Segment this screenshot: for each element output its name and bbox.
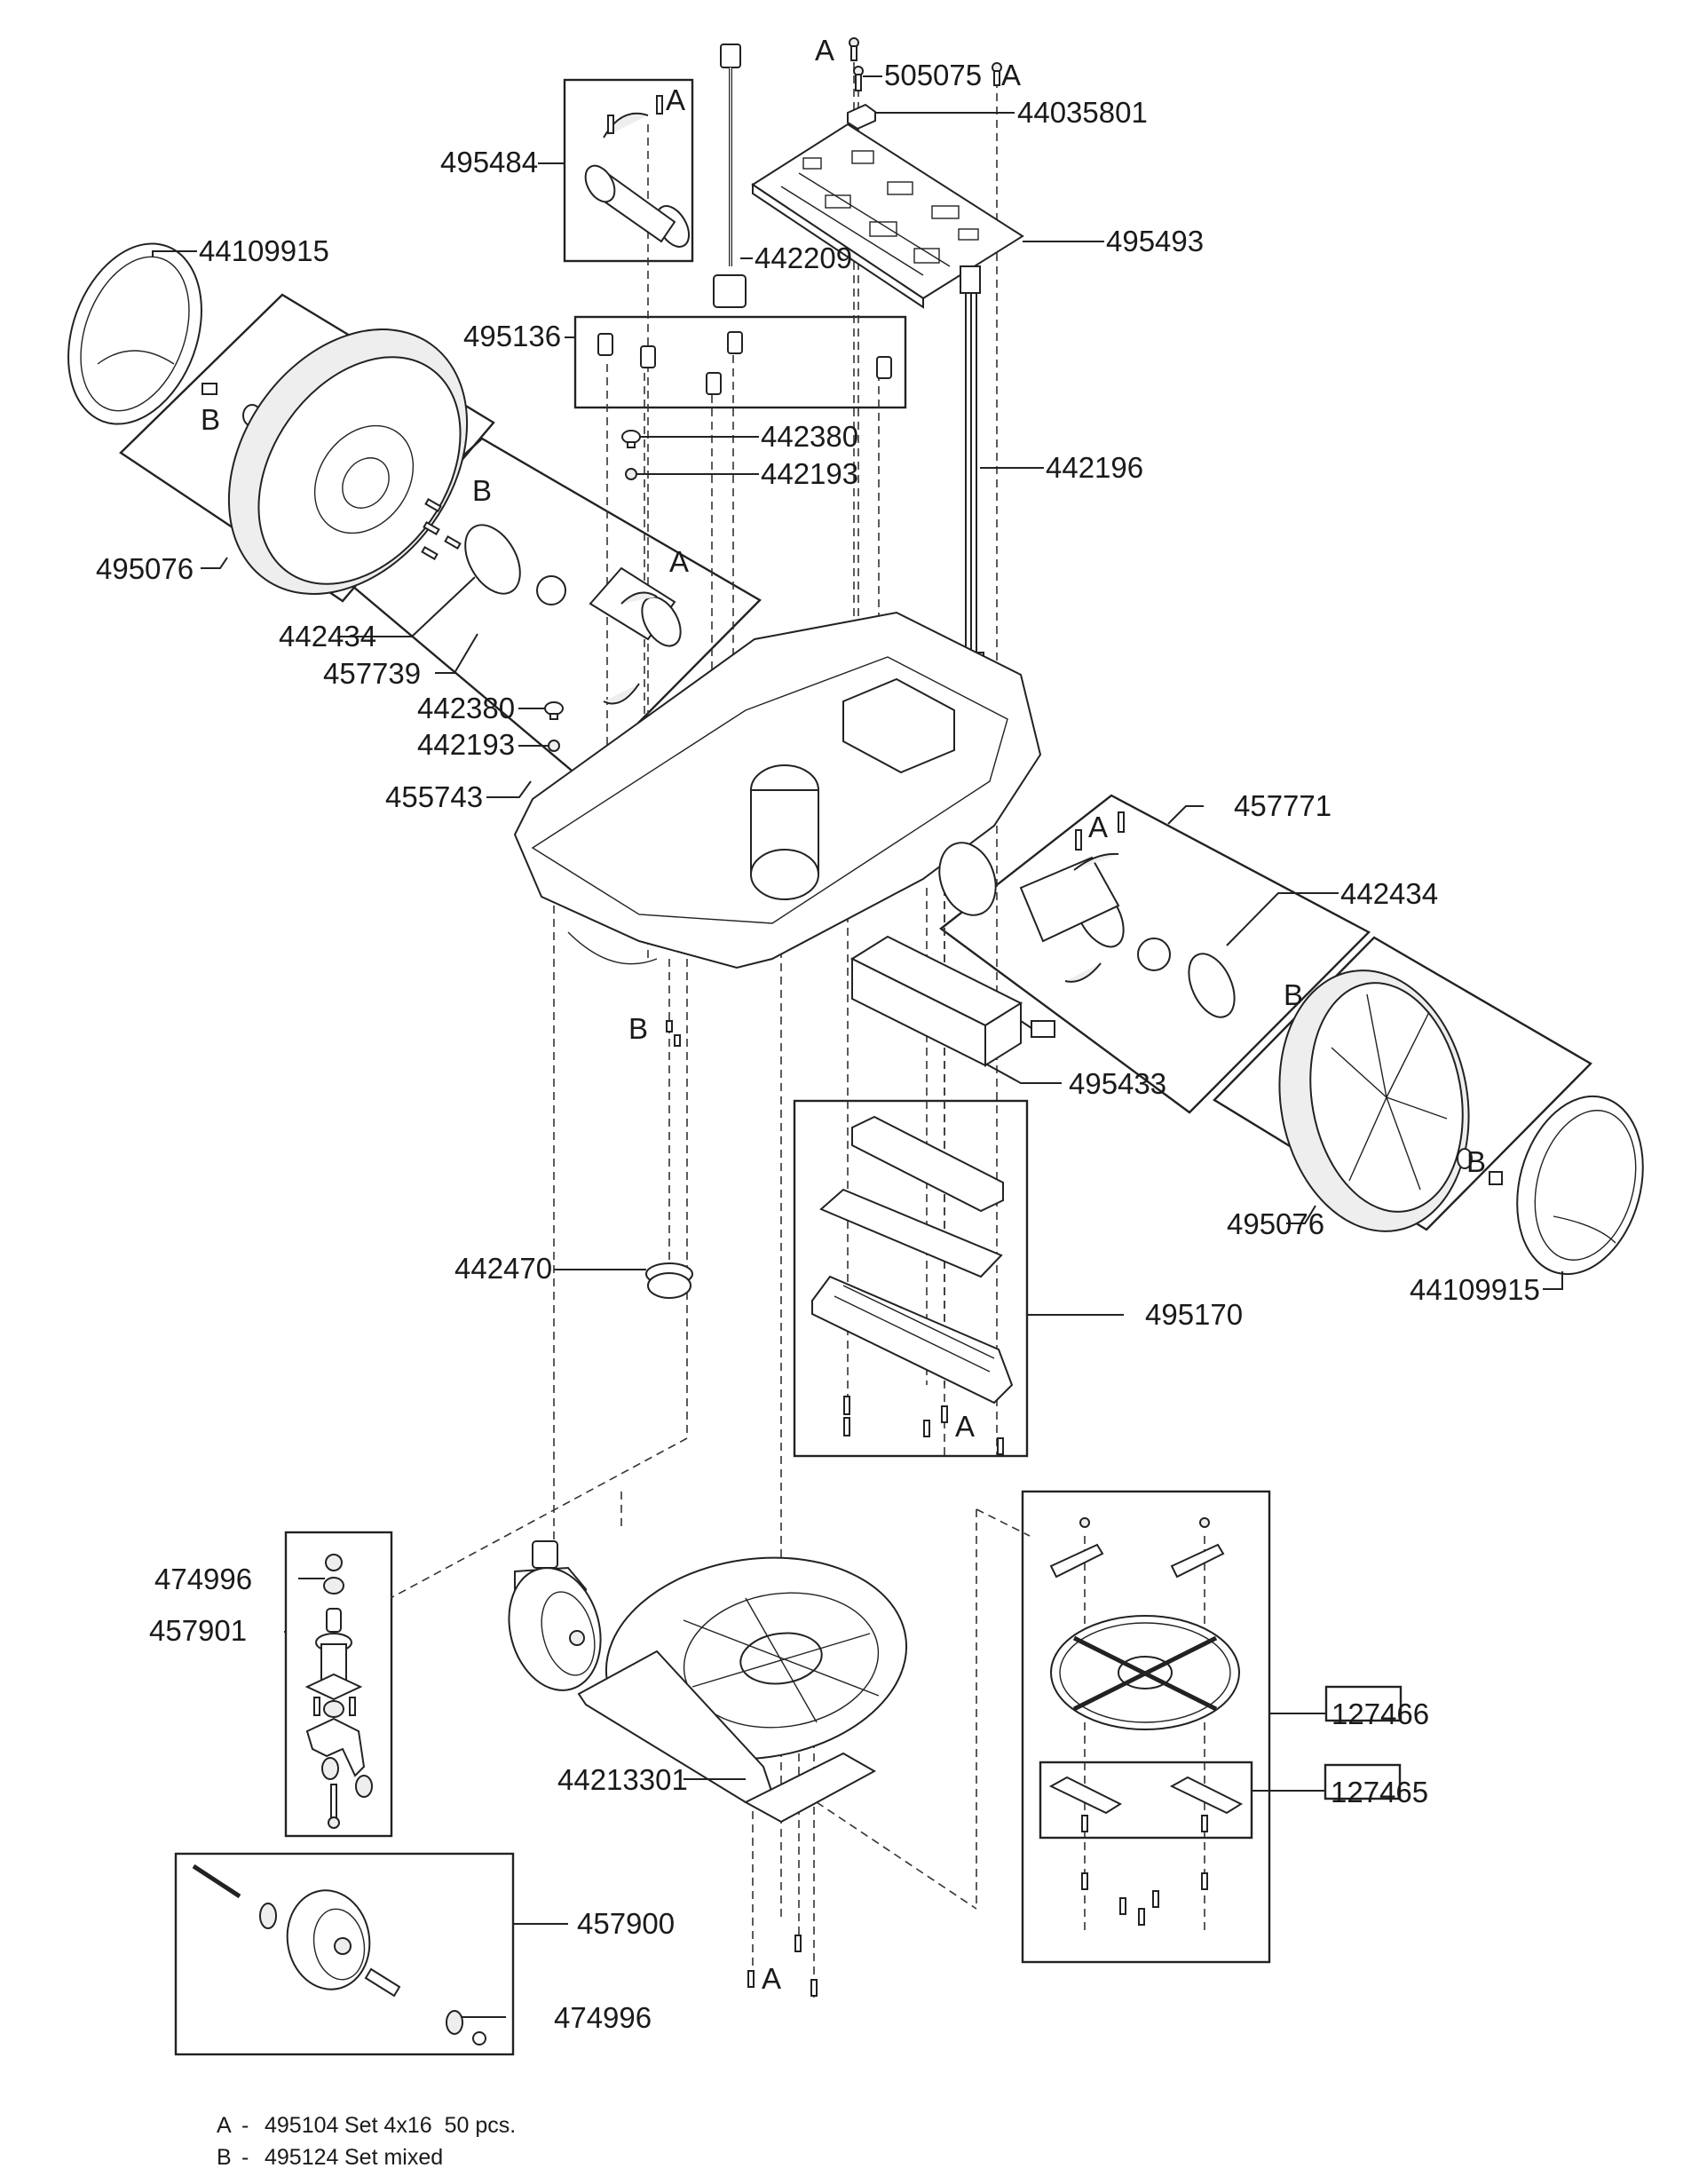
legend-sep: -: [241, 2113, 249, 2138]
motor-457739-part: [421, 498, 682, 705]
callout-letter-b: B: [1284, 978, 1303, 1011]
callout-495484: 495484: [440, 146, 538, 178]
callout-442380-left: 442380: [417, 692, 515, 724]
legend-row-a: A - 495104 Set 4x16 50 pcs.: [217, 2113, 516, 2138]
legend-sep: -: [241, 2145, 249, 2170]
blades-127465-part: [1048, 1776, 1244, 1926]
callout-letter-a: A: [669, 545, 689, 578]
callout-letter-b: B: [472, 474, 492, 507]
callout-505075: 505075: [884, 59, 982, 91]
sensors-495136-part: [597, 331, 892, 395]
group-box-495136: [573, 315, 907, 409]
callout-442193-left: 442193: [417, 728, 515, 761]
screw-a-top-left: [849, 37, 859, 61]
callout-letter-a: A: [666, 83, 685, 116]
callout-457739: 457739: [323, 657, 421, 690]
callout-letter-a: A: [1001, 59, 1021, 91]
hubcap-44109915-left-part: [67, 242, 202, 425]
callout-44109915-right: 44109915: [1410, 1273, 1540, 1306]
bracket-495484-part: [584, 95, 691, 248]
callout-442380-top: 442380: [761, 420, 858, 453]
group-box-127466: [1021, 1490, 1271, 1964]
body-44213301-part: [577, 1556, 908, 1997]
screws-b-under-chassis: [666, 1020, 681, 1047]
clip-442193-top: [625, 468, 637, 480]
group-box-457900: [174, 1852, 515, 2056]
caster-457901-part: [304, 1554, 373, 1829]
callout-442434-right: 442434: [1340, 877, 1438, 910]
callout-457771: 457771: [1234, 789, 1331, 822]
legend-part-number: 495104: [265, 2113, 339, 2138]
callout-442209: 442209: [755, 241, 852, 274]
legend-key: A: [217, 2113, 232, 2138]
legend-part-number: 495124: [265, 2145, 339, 2170]
clip-44035801: [847, 103, 876, 131]
harness-442196-part: [958, 265, 984, 680]
screw-a-top-right: [992, 62, 1002, 86]
legend-description: Set mixed: [344, 2145, 443, 2170]
label-box-127466: [1324, 1685, 1403, 1722]
cutting-disc-127466-part: [1049, 1517, 1240, 1730]
plug-442380-left: [544, 701, 564, 720]
fastener-legend: A - 495104 Set 4x16 50 pcs. B - 495124 S…: [217, 2113, 516, 2170]
callout-457901: 457901: [149, 1614, 247, 1647]
callout-495493: 495493: [1106, 225, 1204, 257]
callout-letter-b: B: [201, 403, 220, 436]
group-box-495484: [563, 78, 694, 263]
callout-letter-b: B: [1466, 1145, 1486, 1178]
plug-442380-top: [621, 430, 641, 448]
wheel-495076-right-part: [1278, 969, 1503, 1232]
group-box-457901: [284, 1531, 393, 1838]
callout-letter-a: A: [955, 1410, 975, 1443]
cable-442209-part: [713, 44, 747, 308]
group-box-457771: [939, 794, 1371, 1114]
callout-474996-top: 474996: [154, 1563, 252, 1595]
caster-wheel-part: [508, 1540, 602, 1691]
callout-495136: 495136: [463, 320, 561, 352]
callout-495170: 495170: [1145, 1298, 1243, 1331]
clip-442193-left: [548, 740, 560, 752]
screw-505075: [853, 66, 864, 91]
callout-44213301: 44213301: [557, 1763, 688, 1796]
callout-495076-right: 495076: [1227, 1207, 1324, 1240]
callout-474996-bottom: 474996: [554, 2001, 652, 2034]
callout-442196: 442196: [1046, 451, 1143, 484]
legend-description: Set 4x16 50 pcs.: [344, 2113, 516, 2138]
callout-495433: 495433: [1069, 1067, 1166, 1100]
callout-44035801: 44035801: [1017, 96, 1148, 129]
group-box-495170: [793, 1099, 1029, 1458]
leader-lines: [152, 75, 1563, 2018]
label-box-127465: [1324, 1763, 1402, 1800]
chassis-455743-part: [513, 611, 1042, 969]
callout-442470: 442470: [454, 1252, 552, 1285]
group-box-127465: [1039, 1761, 1253, 1840]
callout-letter-a: A: [815, 34, 834, 67]
rear-wheel-457900-part: [192, 1864, 486, 2046]
callout-letter-a: A: [762, 1962, 781, 1995]
motor-457771-part: [1019, 811, 1236, 1018]
wheel-495076-left-part: [227, 328, 469, 595]
callout-letter-b: B: [628, 1012, 648, 1045]
pcb-495493-part: [751, 123, 1024, 309]
battery-495433-part: [849, 935, 1055, 1067]
legend-key: B: [217, 2145, 232, 2170]
callout-letter-a: A: [1088, 811, 1108, 843]
battery-cover-495170-part: [811, 1115, 1014, 1455]
callout-44109915-left: 44109915: [199, 234, 329, 267]
callout-127466: 127466: [1331, 1697, 1429, 1730]
callout-457900: 457900: [577, 1907, 675, 1940]
callout-127465: 127465: [1331, 1776, 1428, 1808]
callout-442193-top: 442193: [761, 457, 858, 490]
callout-442434-left: 442434: [279, 620, 376, 653]
hubcap-44109915-right-part: [1516, 1095, 1644, 1276]
callout-495076-left: 495076: [96, 552, 194, 585]
legend-row-b: B - 495124 Set mixed: [217, 2145, 443, 2170]
grommet-442470-part: [645, 1262, 693, 1299]
callout-455743: 455743: [385, 780, 483, 813]
